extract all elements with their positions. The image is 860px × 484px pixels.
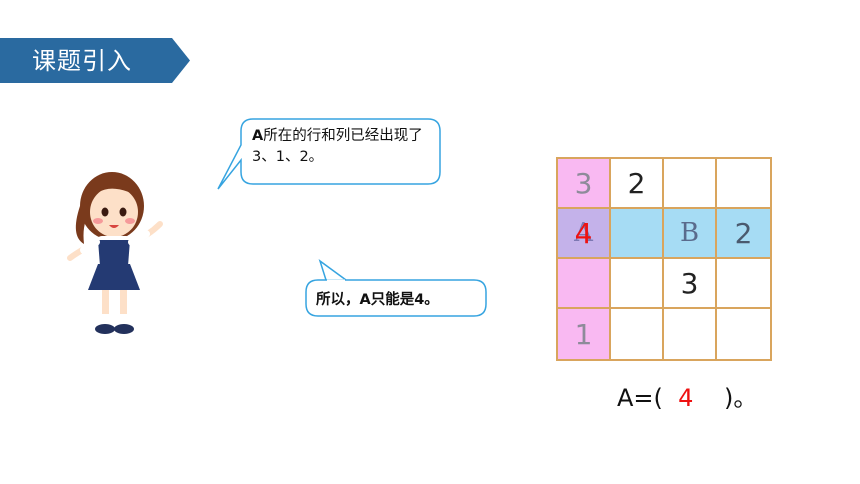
- grid-cell-r2c4: 2: [717, 209, 770, 259]
- answer-value: 4: [678, 384, 694, 412]
- grid-cell-r1c3: [664, 159, 717, 209]
- grid-cell-r2c3: B: [664, 209, 717, 259]
- grid-cell-r3c4: [717, 259, 770, 309]
- page-title: 课题引入: [32, 47, 132, 75]
- answer-suffix: )。: [723, 384, 758, 412]
- grid-cell-r1c1: 3: [558, 159, 611, 209]
- grid-cell-r4c3: [664, 309, 717, 359]
- bubble-2-text: 所以，A只能是4。: [316, 292, 439, 308]
- grid-cell-r1c2: 2: [611, 159, 664, 209]
- answer-overlay: 4: [574, 216, 593, 250]
- grid-cell-r4c4: [717, 309, 770, 359]
- grid-cell-r3c1: [558, 259, 611, 309]
- grid-cell-r3c3: 3: [664, 259, 717, 309]
- girl-illustration: [67, 172, 163, 334]
- bubble-1-text: A所在的行和列已经出现了3、1、2。: [252, 128, 423, 165]
- grid-cell-r2c1: A 4: [558, 209, 611, 259]
- grid-cell-r4c1: 1: [558, 309, 611, 359]
- letter-a: A: [574, 218, 593, 248]
- header-banner: [0, 38, 190, 83]
- number-grid: 3 2 A 4 B 2 3 1: [556, 157, 772, 361]
- grid-cell-r2c2: [611, 209, 664, 259]
- answer-line: A=( 4 )。: [617, 378, 757, 413]
- grid-cell-r3c2: [611, 259, 664, 309]
- answer-prefix: A=(: [617, 384, 663, 412]
- grid-cell-r1c4: [717, 159, 770, 209]
- grid-cell-r4c2: [611, 309, 664, 359]
